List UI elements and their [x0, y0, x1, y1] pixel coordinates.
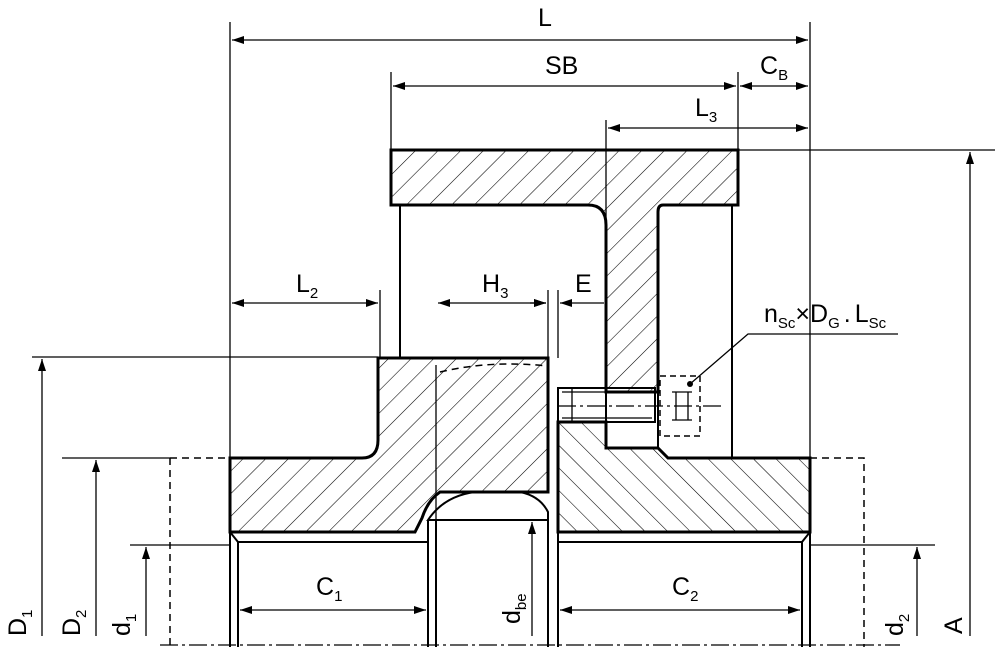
right-hub — [556, 420, 812, 534]
bore-mid — [427, 520, 559, 647]
elastic-insert — [426, 491, 549, 521]
bore-chamfer — [229, 531, 811, 543]
labels: L SB CB L3 L2 H3 E nSc×DG.LSc C1 C2 D1 D… — [4, 4, 968, 636]
screw-leader — [689, 333, 898, 385]
coupling-geometry — [160, 148, 900, 647]
screw-leader-dot — [687, 381, 693, 387]
screw-body — [557, 387, 656, 423]
extension-lines — [32, 22, 995, 546]
label-L3: L3 — [695, 94, 717, 126]
insert-dashed — [439, 363, 549, 373]
label-C2: C2 — [672, 573, 698, 605]
label-D2: D2 — [58, 610, 90, 636]
label-CB: CB — [760, 52, 788, 84]
label-d1: d1 — [108, 614, 140, 636]
label-d2: d2 — [881, 614, 913, 636]
label-L2: L2 — [296, 270, 318, 302]
label-screw-note: nSc×DG.LSc — [764, 300, 887, 332]
label-SB: SB — [545, 52, 578, 80]
bore-left — [229, 532, 239, 647]
screw-head-socket — [672, 391, 692, 421]
screw-thread — [562, 388, 652, 422]
dashed-left — [169, 457, 230, 647]
left-hub — [228, 356, 550, 534]
dimension-lines — [38, 36, 974, 636]
ring-inner-line — [399, 205, 733, 458]
label-L: L — [538, 4, 552, 32]
label-E: E — [575, 270, 592, 298]
label-dbe: dbe — [498, 593, 530, 624]
dashed-right — [810, 457, 865, 647]
flange-piece — [605, 391, 659, 449]
label-D1: D1 — [4, 610, 36, 636]
label-A: A — [940, 617, 968, 634]
bore-right — [801, 532, 811, 647]
label-H3: H3 — [482, 270, 508, 302]
label-C1: C1 — [316, 573, 342, 605]
outer-ring — [389, 148, 740, 394]
